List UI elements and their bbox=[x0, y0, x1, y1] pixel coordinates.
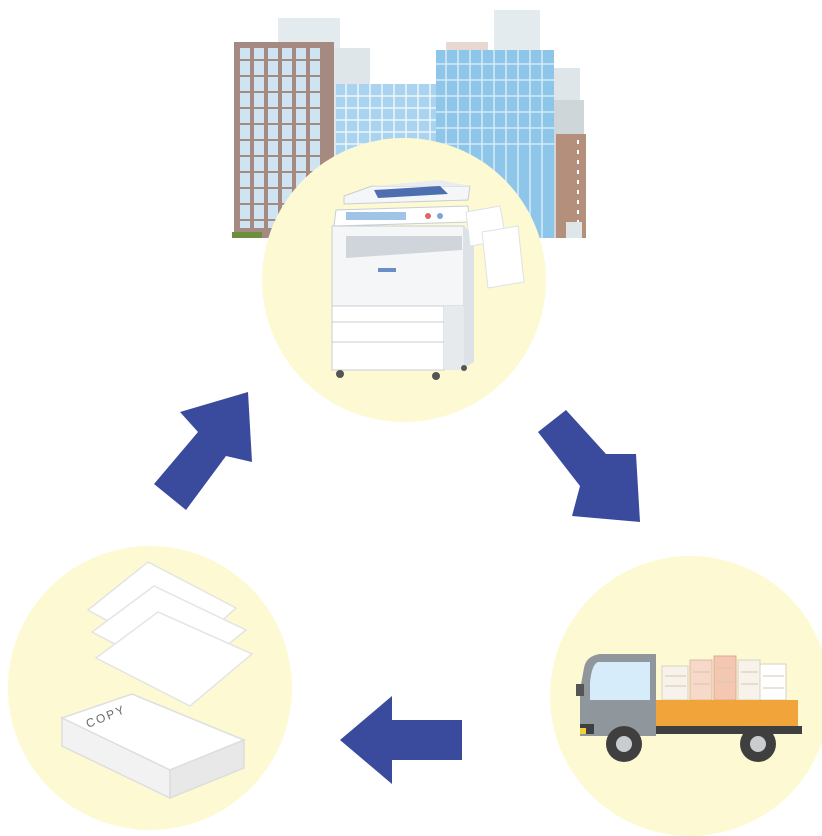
copier-icon bbox=[331, 180, 525, 380]
paper-stack-icon: COPY bbox=[60, 561, 254, 800]
ream-side bbox=[169, 738, 245, 800]
office-buildings-illustration bbox=[232, 10, 586, 238]
truck-bed bbox=[656, 700, 798, 726]
arrow-down-right-icon bbox=[538, 410, 640, 522]
sheet-3 bbox=[94, 611, 254, 707]
building-brown-right bbox=[556, 134, 586, 238]
truck-icon bbox=[576, 654, 802, 762]
arrow-left-icon bbox=[340, 696, 462, 784]
paper-bundles bbox=[661, 655, 787, 701]
arrow-up-right-icon bbox=[154, 392, 252, 510]
shrub bbox=[232, 232, 262, 238]
